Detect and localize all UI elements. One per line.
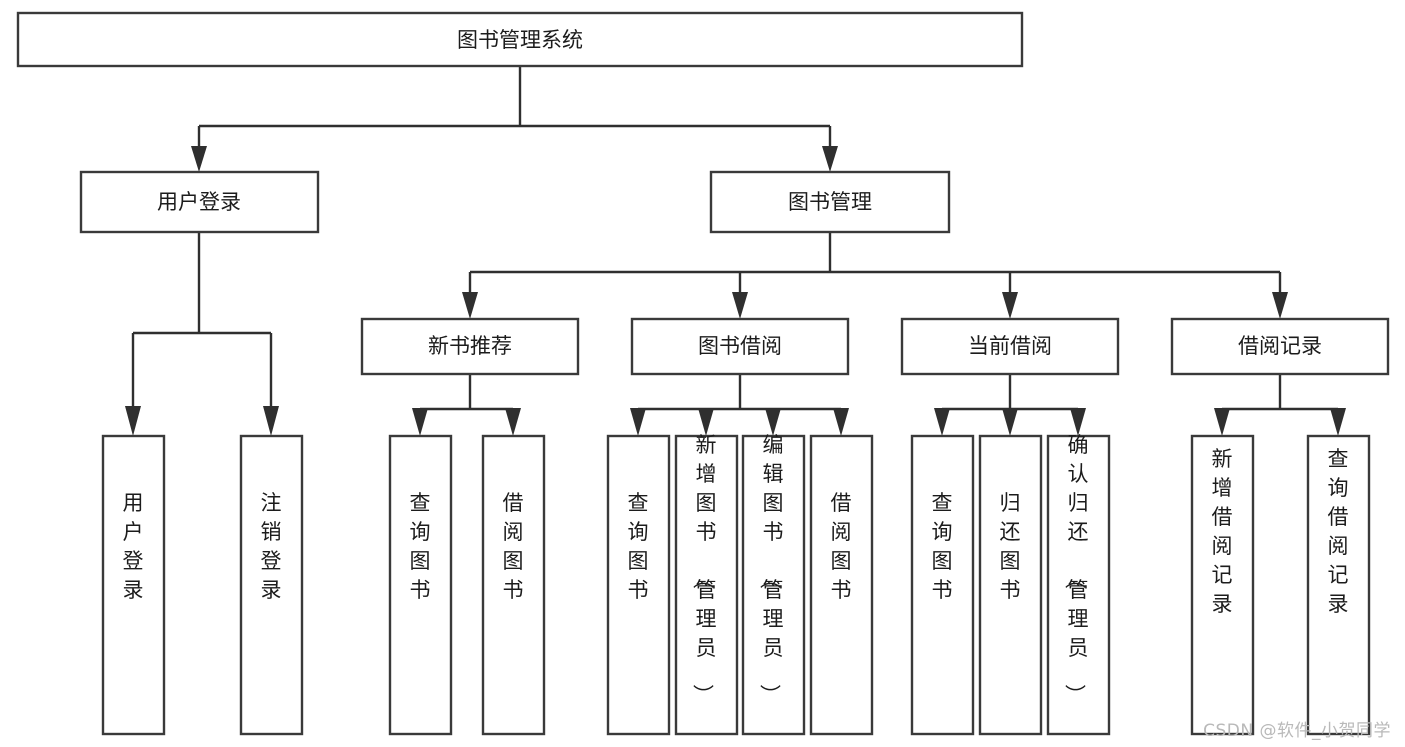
arrow-head-icon xyxy=(263,406,279,436)
leaf-query-book-2-box[interactable] xyxy=(606,434,671,736)
leaf-add-borrow-record[interactable]: 新增借阅记录 xyxy=(1190,434,1255,736)
leaf-query-book-1[interactable]: 查询图书 xyxy=(388,434,453,736)
leaf-query-book-2[interactable]: 查询图书 xyxy=(606,434,671,736)
arrow-head-icon xyxy=(822,146,838,172)
leaf-query-book-3-box[interactable] xyxy=(910,434,975,736)
node-current-borrow[interactable]: 当前借阅 xyxy=(900,317,1120,376)
node-current-borrow-label: 当前借阅 xyxy=(968,334,1052,358)
node-current-borrow-box[interactable] xyxy=(900,317,1120,376)
arrow-head-icon xyxy=(1002,292,1018,319)
leaf-borrow-book-1[interactable]: 借阅图书 xyxy=(481,434,546,736)
arrow-head-icon xyxy=(833,408,849,436)
leaf-borrow-book-1-label: 借阅图书 xyxy=(503,491,524,602)
arrow-head-icon xyxy=(191,146,207,172)
arrow-head-icon xyxy=(412,408,428,436)
leaf-query-book-1-box[interactable] xyxy=(388,434,453,736)
node-root[interactable]: 图书管理系统 xyxy=(16,11,1024,68)
leaf-user-login-box[interactable] xyxy=(101,434,166,736)
node-new-book-recommend-label: 新书推荐 xyxy=(428,334,512,358)
leaf-borrow-book-1-box[interactable] xyxy=(481,434,546,736)
node-user-login-box[interactable] xyxy=(79,170,320,234)
leaf-query-borrow-record-label: 查询借阅记录 xyxy=(1328,447,1349,616)
leaf-confirm-return-admin-label: 确认归还（管理员） xyxy=(1063,433,1089,705)
leaf-logout-label: 注销登录 xyxy=(261,491,282,602)
node-root-box[interactable] xyxy=(16,11,1024,68)
leaf-return-book-label: 归还图书 xyxy=(1000,491,1021,602)
leaf-edit-book-admin-box[interactable] xyxy=(741,434,806,736)
leaf-query-book-1-label: 查询图书 xyxy=(410,491,431,602)
arrow-head-icon xyxy=(1002,408,1018,436)
arrow-head-icon xyxy=(462,292,478,319)
leaf-return-book[interactable]: 归还图书 xyxy=(978,434,1043,736)
leaf-query-book-2-label: 查询图书 xyxy=(628,491,649,602)
node-book-management-label: 图书管理 xyxy=(788,190,872,214)
leaf-user-login[interactable]: 用户登录 xyxy=(101,434,166,736)
leaf-add-borrow-record-label: 新增借阅记录 xyxy=(1212,447,1233,616)
node-user-login-label: 用户登录 xyxy=(157,190,241,214)
leaf-confirm-return-admin[interactable]: 确认归还（管理员） xyxy=(1046,433,1111,736)
arrow-head-icon xyxy=(1070,408,1086,436)
arrow-head-icon xyxy=(1272,292,1288,319)
watermark-text: CSDN @软件_小贺同学 xyxy=(1203,721,1391,741)
leaf-query-borrow-record-box[interactable] xyxy=(1306,434,1371,736)
leaf-edit-book-admin[interactable]: 编辑图书（管理员） xyxy=(741,433,806,736)
leaf-add-borrow-record-box[interactable] xyxy=(1190,434,1255,736)
node-user-login[interactable]: 用户登录 xyxy=(79,170,320,234)
arrow-head-icon xyxy=(630,408,646,436)
leaf-add-book-admin[interactable]: 新增图书（管理员） xyxy=(674,433,739,736)
arrow-head-icon xyxy=(505,408,521,436)
node-root-label: 图书管理系统 xyxy=(457,28,583,52)
leaf-user-login-label: 用户登录 xyxy=(123,491,144,602)
leaf-add-book-admin-label: 新增图书（管理员） xyxy=(691,433,717,705)
arrow-head-icon xyxy=(1214,408,1230,436)
arrow-head-icon xyxy=(125,406,141,436)
arrow-head-icon xyxy=(698,408,714,436)
leaf-add-book-admin-box[interactable] xyxy=(674,434,739,736)
arrow-head-icon xyxy=(934,408,950,436)
arrow-head-icon xyxy=(765,408,781,436)
node-book-management-box[interactable] xyxy=(709,170,951,234)
node-borrow-record-box[interactable] xyxy=(1170,317,1390,376)
leaf-query-borrow-record[interactable]: 查询借阅记录 xyxy=(1306,434,1371,736)
node-new-book-recommend-box[interactable] xyxy=(360,317,580,376)
node-borrow-record-label: 借阅记录 xyxy=(1238,334,1322,358)
node-book-borrow[interactable]: 图书借阅 xyxy=(630,317,850,376)
leaf-query-book-3[interactable]: 查询图书 xyxy=(910,434,975,736)
leaf-return-book-box[interactable] xyxy=(978,434,1043,736)
node-book-borrow-box[interactable] xyxy=(630,317,850,376)
leaf-borrow-book-2[interactable]: 借阅图书 xyxy=(809,434,874,736)
leaf-query-book-3-label: 查询图书 xyxy=(932,491,953,602)
arrow-head-icon xyxy=(732,292,748,319)
arrow-head-icon xyxy=(1330,408,1346,436)
leaf-confirm-return-admin-box[interactable] xyxy=(1046,434,1111,736)
node-borrow-record[interactable]: 借阅记录 xyxy=(1170,317,1390,376)
connector-layer xyxy=(125,66,1346,436)
leaf-logout[interactable]: 注销登录 xyxy=(239,434,304,736)
node-new-book-recommend[interactable]: 新书推荐 xyxy=(360,317,580,376)
leaf-logout-box[interactable] xyxy=(239,434,304,736)
node-book-borrow-label: 图书借阅 xyxy=(698,334,782,358)
leaf-borrow-book-2-box[interactable] xyxy=(809,434,874,736)
leaf-borrow-book-2-label: 借阅图书 xyxy=(831,491,852,602)
node-book-management[interactable]: 图书管理 xyxy=(709,170,951,234)
leaf-edit-book-admin-label: 编辑图书（管理员） xyxy=(758,433,784,705)
